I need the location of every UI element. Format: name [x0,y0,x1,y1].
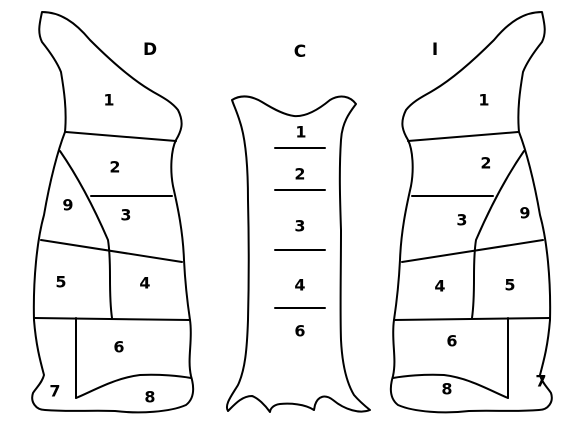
center-carcass-outline [227,96,370,412]
left-cut-label-1: 1 [103,91,114,110]
left-cut-label-7: 7 [49,382,60,401]
right-cut-label-6: 6 [446,332,457,351]
right-cut-label-7: 7 [535,372,546,391]
left-cut-line-3 [60,151,112,318]
left-cut-label-5: 5 [55,273,66,292]
center-cut-label-1: 1 [295,123,306,142]
right-side-title: I [432,40,438,60]
left-cut-label-6: 6 [113,338,124,357]
left-cut-label-9: 9 [62,196,73,215]
left-cut-label-3: 3 [120,206,131,225]
left-cut-label-8: 8 [144,388,155,407]
center-cut-label-3: 3 [294,217,305,236]
left-cut-label-4: 4 [139,274,150,293]
center-carcass [227,96,370,412]
right-cut-line-3 [472,151,524,318]
right-cut-line-5 [394,318,550,320]
left-cut-line-7 [76,375,191,398]
left-cut-line-5 [34,318,190,320]
left-cut-line-4 [41,240,182,262]
left-side-title: D [143,40,157,60]
right-cut-label-2: 2 [480,154,491,173]
left-cut-line-1 [66,132,176,141]
right-cut-label-5: 5 [504,276,515,295]
right-cut-line-1 [408,132,518,141]
center-cut-label-2: 2 [294,165,305,184]
right-cut-label-3: 3 [456,211,467,230]
right-cut-line-4 [402,240,543,262]
right-cut-label-9: 9 [519,204,530,223]
right-cut-label-4: 4 [434,277,445,296]
center-cut-label-6: 6 [294,322,305,341]
center-title: C [294,42,306,62]
center-cut-label-4: 4 [294,276,305,295]
right-cut-label-1: 1 [478,91,489,110]
left-cut-label-2: 2 [109,158,120,177]
right-cut-label-8: 8 [441,380,452,399]
